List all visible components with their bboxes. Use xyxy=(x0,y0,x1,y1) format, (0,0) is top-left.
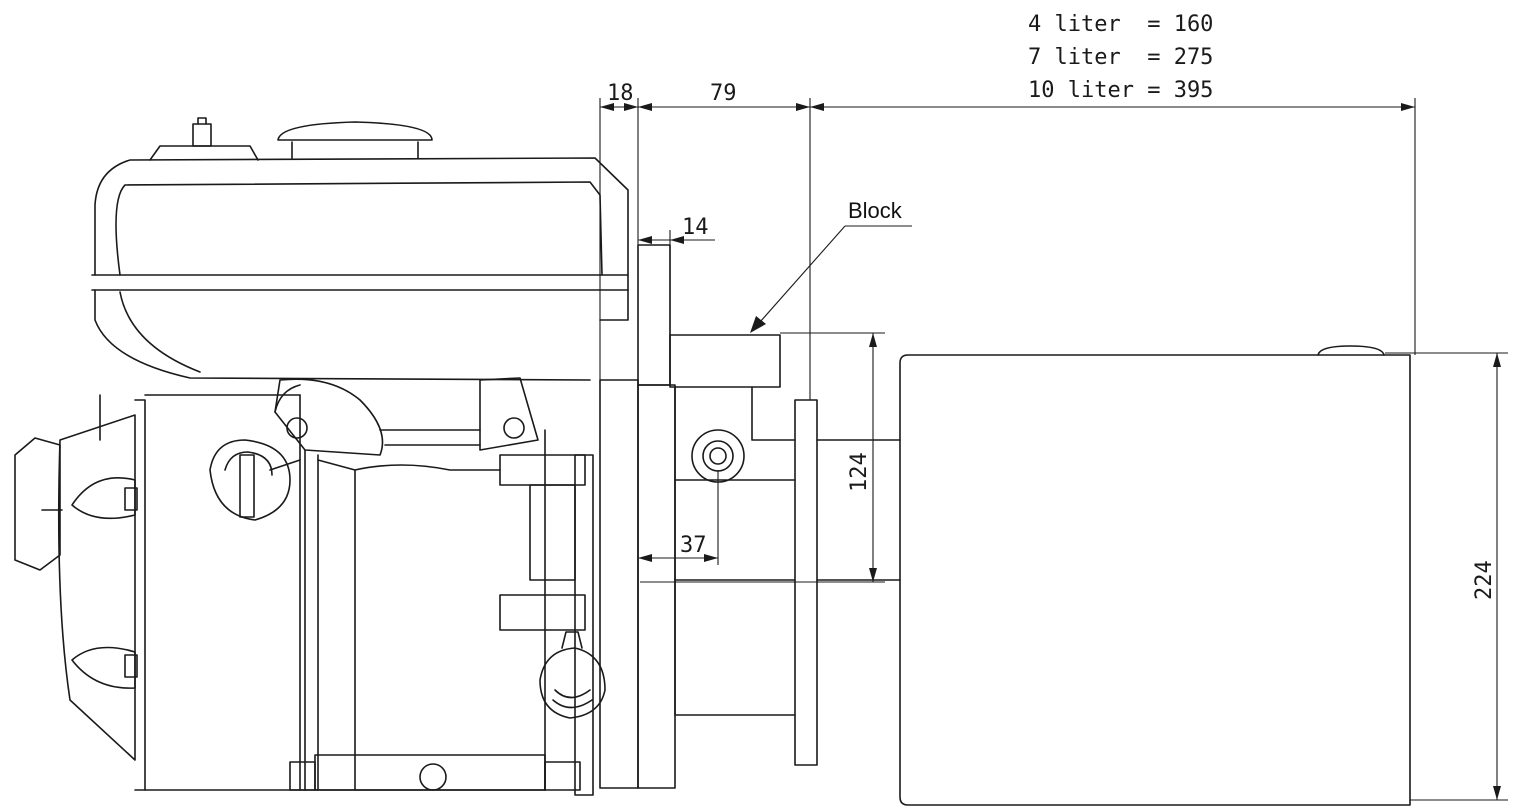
dimension-124-label: 124 xyxy=(847,452,872,492)
block-label: Block xyxy=(848,198,903,223)
hydraulic-tank xyxy=(899,345,1411,806)
dimension-18-label: 18 xyxy=(607,81,634,106)
engine xyxy=(14,117,639,796)
adapter-block xyxy=(637,244,901,789)
capacity-row: 10 liter = 395 xyxy=(1028,78,1213,103)
dimension-lines xyxy=(599,98,1508,801)
dimension-37-label: 37 xyxy=(680,533,707,558)
capacity-table: 4 liter = 160 7 liter = 275 10 liter = 3… xyxy=(1028,12,1213,103)
callout-arrow xyxy=(750,316,766,333)
dimension-14-label: 14 xyxy=(682,215,709,240)
dimension-79-label: 79 xyxy=(710,81,737,106)
dimension-224-label: 224 xyxy=(1472,560,1497,600)
capacity-row: 7 liter = 275 xyxy=(1028,45,1213,70)
block-callout: Block xyxy=(750,198,912,333)
capacity-row: 4 liter = 160 xyxy=(1028,12,1213,37)
